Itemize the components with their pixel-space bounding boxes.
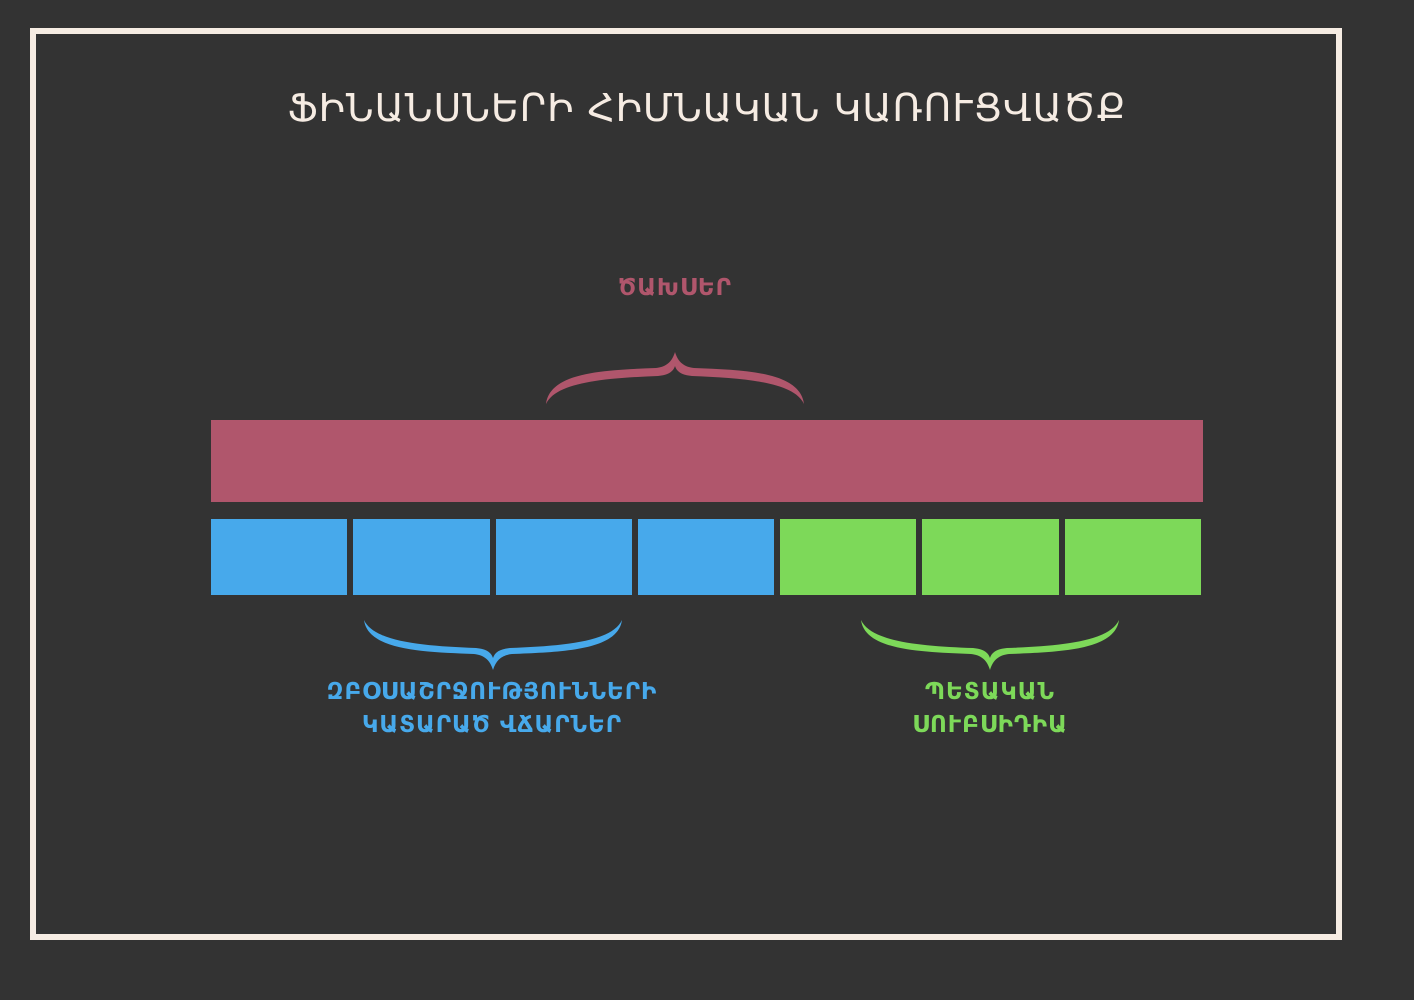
- state-subsidy-label-line-2: ՍՈՒԲՍԻԴԻԱ: [912, 712, 1068, 738]
- outer-frame: [30, 28, 1342, 940]
- state-subsidy-segment: [780, 519, 917, 595]
- state-subsidy-label-line-1: ՊԵՏԱԿԱՆ: [925, 679, 1055, 705]
- diagram-title: ՖԻՆԱՆՍՆԵՐԻ ՀԻՄՆԱԿԱՆ ԿԱՌՈՒՑՎԱԾՔ: [287, 86, 1127, 130]
- state-subsidy-segment: [922, 519, 1059, 595]
- consumer-payment-segment: [211, 519, 348, 595]
- consumer-payment-segment: [637, 519, 775, 595]
- consumer-payments-label-line-2: ԿԱՏԱՐԱԾ ՎՃԱՐՆԵՐ: [361, 712, 623, 738]
- state-subsidy-brace: [861, 620, 1119, 670]
- state-subsidy-label: ՊԵՏԱԿԱՆ ՍՈՒԲՍԻԴԻԱ: [840, 676, 1140, 742]
- state-subsidy-segment: [1064, 519, 1201, 595]
- consumer-payments-brace: [364, 620, 622, 670]
- costs-brace: [546, 352, 804, 404]
- consumer-payment-segment: [353, 519, 490, 595]
- consumer-payments-label-line-1: ԶԲՕՍԱՇՐՋՈՒԹՅՈՒՆՆԵՐԻ: [326, 679, 658, 705]
- costs-label: ԾԱԽՍԵՐ: [618, 275, 732, 301]
- consumer-payments-label: ԶԲՕՍԱՇՐՋՈՒԹՅՈՒՆՆԵՐԻ ԿԱՏԱՐԱԾ ՎՃԱՐՆԵՐ: [292, 676, 692, 742]
- consumer-payment-segment: [495, 519, 632, 595]
- funding-segments: [211, 519, 1201, 595]
- costs-bar: [211, 420, 1203, 502]
